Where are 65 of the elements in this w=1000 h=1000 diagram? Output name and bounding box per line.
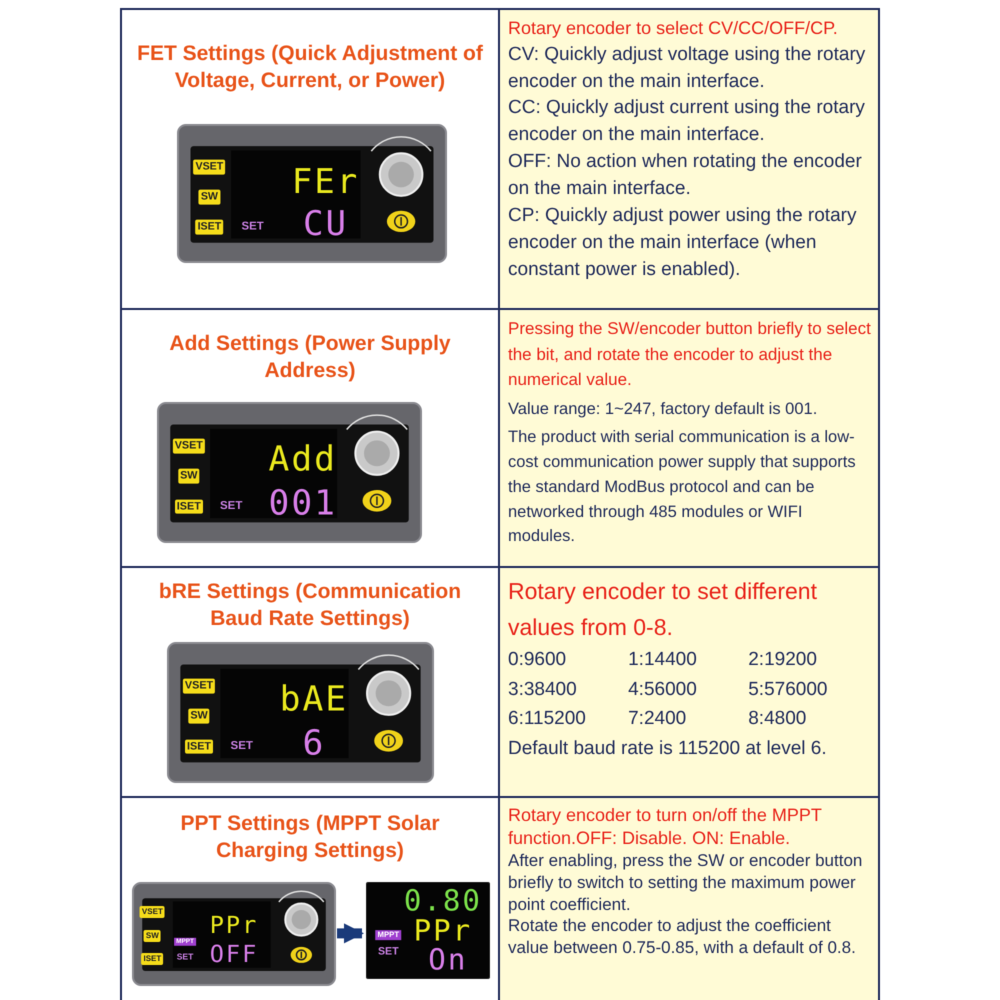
- display-readout: FEr: [292, 164, 360, 199]
- button-label: SW: [198, 190, 220, 205]
- table-cell: [120, 8, 500, 310]
- power-module-drawing: [132, 880, 336, 987]
- table-cell: [498, 8, 880, 310]
- section-title: bRE Settings (Communication Baud Rate Settings): [158, 579, 462, 632]
- display-readout: PPr: [414, 916, 472, 946]
- display-readout: 6: [302, 726, 326, 761]
- baud-rate-value: 7:2400: [628, 707, 688, 732]
- power-module-drawing: [157, 400, 422, 544]
- description-text: Rotate the encoder to adjust the coefficient value between 0.75-0.85, with a default of 0.8.: [508, 915, 857, 959]
- baud-rate-value: 8:4800: [748, 707, 808, 732]
- heading-text: Rotary encoder to turn on/off the MPPT function.OFF: Disable. ON: Enable.: [508, 804, 823, 850]
- description-text: CV: Quickly adjust voltage using the rotary encoder on the main interface.: [508, 42, 866, 94]
- description-text: OFF: No action when rotating the encoder on the main interface.: [508, 150, 863, 202]
- power-module-drawing: [177, 122, 447, 264]
- display-readout: 001: [268, 486, 337, 521]
- button-label: ISET: [196, 220, 224, 234]
- baud-rate-value: 5:576000: [748, 678, 828, 702]
- baud-rate-value: 0:9600: [508, 648, 568, 672]
- display-readout: On: [428, 945, 468, 974]
- table-cell: [498, 796, 880, 1000]
- heading-text: Pressing the SW/encoder button briefly to select the bit, and rotate the encoder to adjust the numerical value.: [508, 318, 872, 391]
- button-label: SW: [188, 708, 210, 724]
- mode-indicator: SET: [242, 221, 264, 233]
- heading-text: Rotary encoder to select CV/CC/OFF/CP.: [508, 17, 839, 40]
- button-label: VSET: [140, 906, 165, 918]
- display-readout: CU: [302, 207, 348, 242]
- section-title: FET Settings (Quick Adjustment of Voltage, Current, or Power): [136, 41, 484, 94]
- baud-rate-value: 4:56000: [628, 678, 698, 702]
- mode-indicator: SET: [176, 952, 194, 962]
- baud-rate-value: 2:19200: [748, 648, 818, 672]
- button-label: ISET: [141, 953, 164, 966]
- description-text: Value range: 1~247, factory default is 001.: [508, 398, 818, 420]
- button-label: SW: [178, 468, 200, 484]
- button-label: VSET: [172, 438, 205, 454]
- power-module-drawing: [167, 640, 434, 784]
- description-text: Default baud rate is 115200 at level 6.: [508, 736, 828, 761]
- heading-text: Rotary encoder to set different values from 0-8.: [508, 577, 818, 642]
- section-title: Add Settings (Power Supply Address): [168, 331, 452, 384]
- mode-indicator: SET: [378, 946, 399, 958]
- display-readout: Add: [268, 443, 337, 478]
- table-cell: [498, 308, 880, 568]
- section-title: PPT Settings (MPPT Solar Charging Settings): [179, 811, 441, 864]
- button-label: ISET: [185, 739, 214, 754]
- button-label: ISET: [174, 499, 203, 514]
- display-readout: bAE: [280, 683, 348, 718]
- display-screen-drawing: [366, 882, 490, 979]
- display-readout: OFF: [210, 943, 258, 967]
- button-label: VSET: [182, 678, 216, 694]
- mode-indicator: SET: [220, 500, 242, 512]
- display-readout: 0.80: [404, 886, 482, 916]
- arrow: [337, 923, 364, 944]
- display-readout: PPr: [210, 914, 258, 938]
- baud-rate-value: 1:14400: [628, 648, 698, 672]
- baud-rate-value: 6:115200: [508, 707, 587, 732]
- table-cell: [498, 566, 880, 798]
- baud-rate-value: 3:38400: [508, 678, 578, 702]
- description-text: CC: Quickly adjust current using the rotary encoder on the main interface.: [508, 96, 866, 148]
- button-label: SW: [144, 930, 161, 942]
- button-label: VSET: [194, 160, 226, 175]
- description-text: After enabling, press the SW or encoder button briefly to switch to setting the maximum power point coefficient.: [508, 850, 864, 916]
- description-text: The product with serial communication is a low-cost communication power supply that supports the standard ModBus protocol and can be networked through 485 modules or WIFI modules.: [508, 427, 857, 548]
- description-text: CP: Quickly adjust power using the rotary encoder on the main interface (when constant power is enabled).: [508, 204, 858, 282]
- mode-indicator: SET: [230, 740, 253, 752]
